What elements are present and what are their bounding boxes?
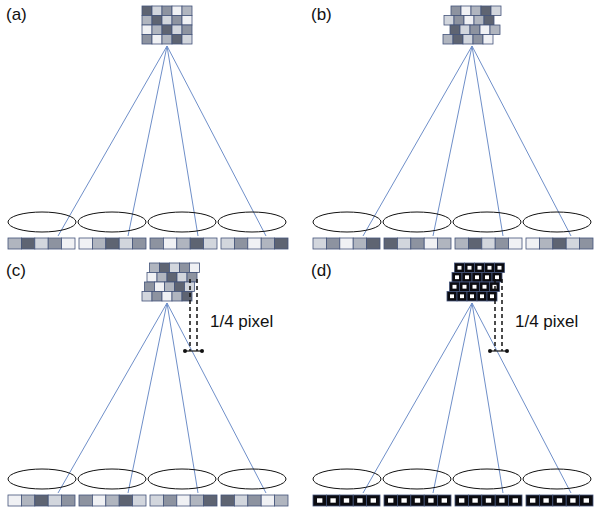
light-ray: [128, 303, 167, 493]
light-ray: [167, 46, 198, 236]
dimension-line: [196, 279, 198, 351]
dimension-line: [189, 279, 191, 351]
light-ray: [472, 303, 571, 493]
light-ray: [167, 303, 198, 493]
lens: [148, 469, 216, 489]
lens: [453, 469, 521, 489]
lens: [313, 469, 381, 489]
lens: [8, 469, 76, 489]
light-ray: [167, 46, 266, 236]
imaging-panel: [313, 263, 593, 506]
light-ray: [472, 303, 503, 493]
lens: [78, 212, 146, 232]
lens: [148, 212, 216, 232]
lens: [453, 212, 521, 232]
dimension-line: [501, 279, 503, 351]
panel-label: (c): [6, 262, 26, 281]
light-ray: [58, 46, 167, 236]
light-ray: [433, 303, 472, 493]
panel-label: (b): [311, 6, 332, 25]
dimension-arrow: [185, 350, 202, 351]
light-ray: [58, 303, 167, 493]
light-ray: [167, 303, 266, 493]
lens: [218, 212, 286, 232]
light-ray: [472, 46, 503, 236]
imaging-panel: [313, 6, 593, 249]
imaging-panel: [8, 263, 288, 506]
imaging-panel: [8, 6, 288, 249]
lens: [383, 212, 451, 232]
dimension-label: 1/4 pixel: [515, 313, 578, 332]
lens: [523, 469, 591, 489]
dimension-line: [494, 279, 496, 351]
lens: [523, 212, 591, 232]
lens: [78, 469, 146, 489]
light-ray: [433, 46, 472, 236]
dimension-label: 1/4 pixel: [210, 313, 273, 332]
lens: [383, 469, 451, 489]
light-ray: [472, 46, 571, 236]
light-ray: [363, 303, 472, 493]
light-ray: [128, 46, 167, 236]
panel-label: (a): [6, 6, 27, 25]
light-ray: [363, 46, 472, 236]
lens: [218, 469, 286, 489]
panel-label: (d): [311, 262, 332, 281]
lens: [8, 212, 76, 232]
lens: [313, 212, 381, 232]
dimension-arrow: [490, 350, 507, 351]
